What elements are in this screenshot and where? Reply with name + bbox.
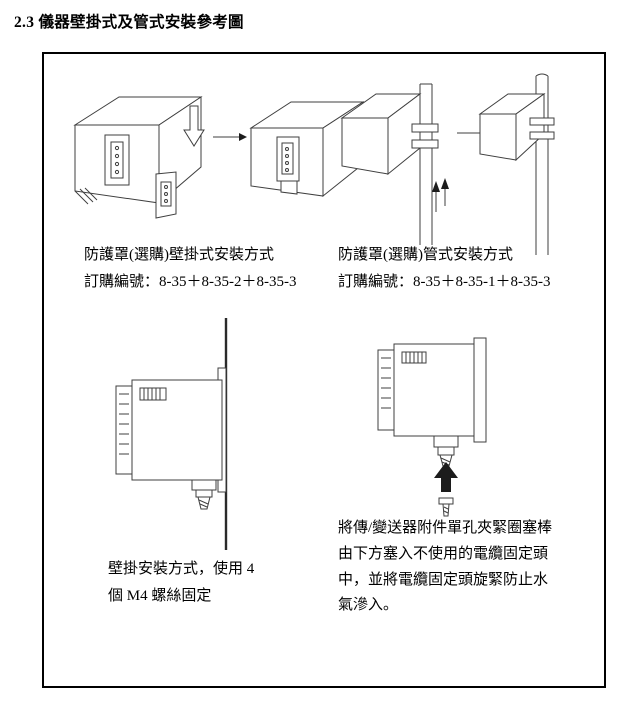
wall-mount-diagram: [106, 318, 246, 550]
down-arrow-icon: [183, 104, 205, 148]
plug-icon: [438, 497, 454, 517]
hood-wall-caption-block: 防護罩(選購)壁掛式安裝方式 訂購編號：8-35＋8-35-2＋8-35-3: [84, 242, 296, 296]
gland-plug-diagram: [372, 336, 502, 521]
hood-wall-caption: 防護罩(選購)壁掛式安裝方式: [84, 247, 274, 263]
hood-pipe-assembled-diagram: [478, 72, 578, 257]
hood-pipe-caption-block: 防護罩(選購)管式安裝方式 訂購編號：8-35＋8-35-1＋8-35-3: [338, 242, 550, 296]
hood-pipe-exploded-diagram: [336, 82, 451, 247]
up-arrow-icon: [434, 462, 458, 492]
right-arrow-icon: [212, 130, 248, 144]
hood-pipe-caption: 防護罩(選購)管式安裝方式: [338, 247, 513, 263]
hood-pipe-order-code: 訂購編號：8-35＋8-35-1＋8-35-3: [338, 274, 551, 290]
wall-mount-caption: 壁掛安裝方式，使用 4 個 M4 螺絲固定: [108, 561, 255, 604]
page-heading: 2.3 儀器壁掛式及管式安裝參考圖: [14, 14, 244, 31]
gland-plug-caption: 將傳/變送器附件單孔夾緊圈塞棒由下方塞入不使用的電纜固定頭中，並將電纜固定頭旋緊…: [338, 520, 553, 614]
up-arrow-icon: [432, 178, 449, 212]
hood-wall-mounting-plate-diagram: [150, 170, 184, 220]
hood-wall-order-code: 訂購編號：8-35＋8-35-2＋8-35-3: [84, 274, 297, 290]
